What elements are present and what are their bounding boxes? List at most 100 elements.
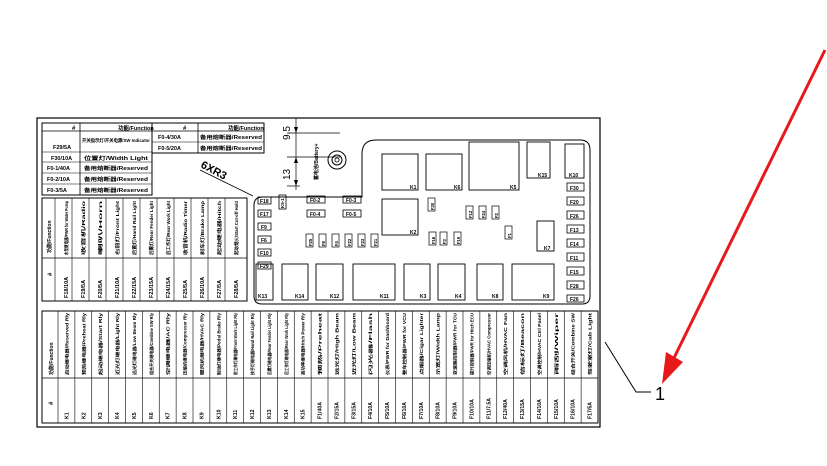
fuse-mid-group: F25 F8 F4 F22 F23 F21 F30 F12 F24 F2 F1 … bbox=[305, 197, 513, 248]
table-cell: 收音机/Radio Timer bbox=[182, 201, 189, 255]
table-cell: 备用熔断器/Reserved bbox=[83, 165, 148, 172]
mid-table: # 功能/Function F18/10A 水泵继电器/PWR for Wate… bbox=[41, 197, 248, 302]
relay-label: K9 bbox=[543, 294, 550, 300]
table-cell: 开关指示灯/开关电源/SW Indicator bbox=[82, 137, 150, 144]
fuse-label: F3 bbox=[442, 238, 447, 244]
dimension-value: 13 bbox=[282, 168, 293, 180]
fuse-label: F6 bbox=[261, 238, 267, 244]
callout-number: 1 bbox=[655, 384, 665, 404]
table-cell: 后工作灯继电器/Rear Work Light Rly bbox=[283, 312, 290, 375]
table-cell: F0-2/10A bbox=[47, 177, 70, 183]
table-cell: 右前灯/Front Light bbox=[114, 200, 121, 255]
relay-label: K11 bbox=[380, 294, 389, 300]
fuse-label: F29 bbox=[260, 264, 269, 270]
table-cell: F4/10A bbox=[368, 402, 374, 419]
hole-spec: 6XR3 bbox=[199, 159, 229, 183]
fuse-label: F13 bbox=[570, 228, 579, 234]
relay-label: K4 bbox=[455, 294, 462, 300]
table-cell: K6 bbox=[149, 412, 155, 419]
col-header: # bbox=[49, 401, 55, 405]
table-cell: K12 bbox=[250, 409, 256, 419]
table-cell: F30/10A bbox=[51, 156, 72, 162]
relay-label: K3 bbox=[420, 294, 427, 300]
dimension-marks: 9.5 13 6XR3 蓄电池/Battery+ bbox=[199, 118, 347, 197]
fuse-label: F30 bbox=[430, 202, 435, 210]
table-cell: K5 bbox=[132, 412, 138, 419]
table-cell: F8/10A bbox=[436, 402, 442, 419]
table-cell: 变速箱控制器/PWR for TCU bbox=[452, 313, 459, 375]
fuse-label: F2 bbox=[494, 212, 499, 218]
callout-arrowhead bbox=[662, 352, 683, 384]
table-cell: F29/5A bbox=[53, 145, 71, 151]
label-outline bbox=[36, 117, 601, 428]
table-cell: F21/10A bbox=[115, 277, 121, 298]
table-cell: 备用熔断器/Reserved bbox=[199, 134, 262, 141]
table-cell: F0-5/20A bbox=[158, 146, 181, 152]
table-cell: F2/15A bbox=[334, 402, 340, 419]
table-cell: F0-3/5A bbox=[47, 188, 67, 194]
fuse-label: F0-2 bbox=[310, 198, 321, 204]
fuse-label: F25 bbox=[308, 238, 313, 246]
callout-leader bbox=[604, 341, 651, 393]
table-cell: F0-1/40A bbox=[47, 166, 70, 172]
table-cell: F16/10A bbox=[571, 399, 577, 419]
table-cell: 水泵继电器/PWR for Water Pump bbox=[63, 201, 70, 256]
table-cell: 预热继电器/Preheat Rly bbox=[80, 312, 87, 375]
table-cell: 点烟器/Cigar Lighter bbox=[418, 312, 425, 375]
table-cell: F6/10A bbox=[402, 402, 408, 419]
table-cell: K15 bbox=[301, 409, 307, 419]
table-cell: F11/7.5A bbox=[486, 398, 492, 419]
table-cell: 预热/Preheat bbox=[317, 312, 324, 375]
table-cell: F25/5A bbox=[183, 280, 189, 298]
fuse-label: F24 bbox=[481, 210, 486, 218]
table-cell: 起动/熄火/Start Cut-off Hold bbox=[233, 201, 240, 256]
fuse-label: F21 bbox=[373, 238, 378, 246]
table-cell: F10/10A bbox=[469, 399, 475, 419]
table-cell: K1 bbox=[64, 412, 70, 419]
table-cell: 后雾灯继电器/Rear Fender Light Rly bbox=[266, 312, 273, 375]
table-cell: 高功率继电器/Hitch Power Rly bbox=[300, 312, 307, 375]
table-cell: F12/40A bbox=[503, 399, 509, 419]
table-cell: 组合开关/Combine SW bbox=[570, 313, 577, 375]
relay-label: K14 bbox=[295, 294, 304, 300]
relay-label: K5 bbox=[510, 185, 517, 191]
fuse-label: F14 bbox=[570, 242, 579, 248]
table-cell: F15/10A bbox=[554, 399, 560, 419]
table-cell: K11 bbox=[233, 410, 239, 419]
table-cell: F28/5A bbox=[234, 280, 240, 298]
fuse-small-group: K5-1 F0-2 F0-3 F0-4 F0-5 bbox=[278, 194, 362, 218]
table-cell: F3/15A bbox=[351, 402, 357, 419]
fuse-label: F18 bbox=[260, 199, 269, 205]
relay-label: K13 bbox=[258, 294, 267, 300]
table-cell: F14/10A bbox=[537, 399, 543, 419]
table-cell: 远光灯/High Beam bbox=[333, 313, 340, 375]
table-cell: F24/15A bbox=[166, 277, 172, 298]
dimension-value: 9.5 bbox=[282, 126, 293, 140]
table-cell: 收音机/Radio bbox=[80, 200, 87, 255]
col-header: # bbox=[72, 126, 76, 132]
table-cell: F17/5A bbox=[588, 402, 594, 419]
fuse-label: F9 bbox=[261, 225, 267, 231]
table-cell: 信标灯/Beacon bbox=[519, 312, 526, 375]
table-cell: 空调风机/HVAC Fan bbox=[502, 312, 509, 375]
col-header: 功能/Function bbox=[228, 124, 264, 132]
table-cell: 压缩机继电器/Compressor Rly bbox=[182, 312, 189, 375]
table-cell: F19/5A bbox=[81, 280, 87, 298]
table-cell: 启动继电器/Reserved Rly bbox=[63, 312, 70, 375]
fuse-label: F0-3 bbox=[346, 198, 357, 204]
table-cell: 整车控制器/PWR for VCU bbox=[401, 313, 408, 375]
relay-label: K6 bbox=[454, 185, 461, 191]
table-cell: 空调控制/HVAC Ctrl Panel bbox=[536, 313, 543, 375]
col-header: # bbox=[48, 272, 54, 276]
table-cell: 示宽灯/Width Lamp bbox=[435, 312, 442, 375]
table-cell: 备用熔断器/Reserved bbox=[83, 176, 148, 183]
table-cell: K3 bbox=[98, 412, 104, 419]
fuse-label: F26 bbox=[570, 297, 579, 303]
col-header: 功能/Function bbox=[48, 343, 55, 376]
table-cell: 空调压缩机/HVAC Compressor bbox=[485, 313, 492, 375]
table-cell: K2 bbox=[81, 412, 87, 419]
battery-label: 蓄电池/Battery+ bbox=[313, 143, 320, 180]
table-cell: 远光灯继电器/Low Beam Rly bbox=[131, 312, 138, 375]
